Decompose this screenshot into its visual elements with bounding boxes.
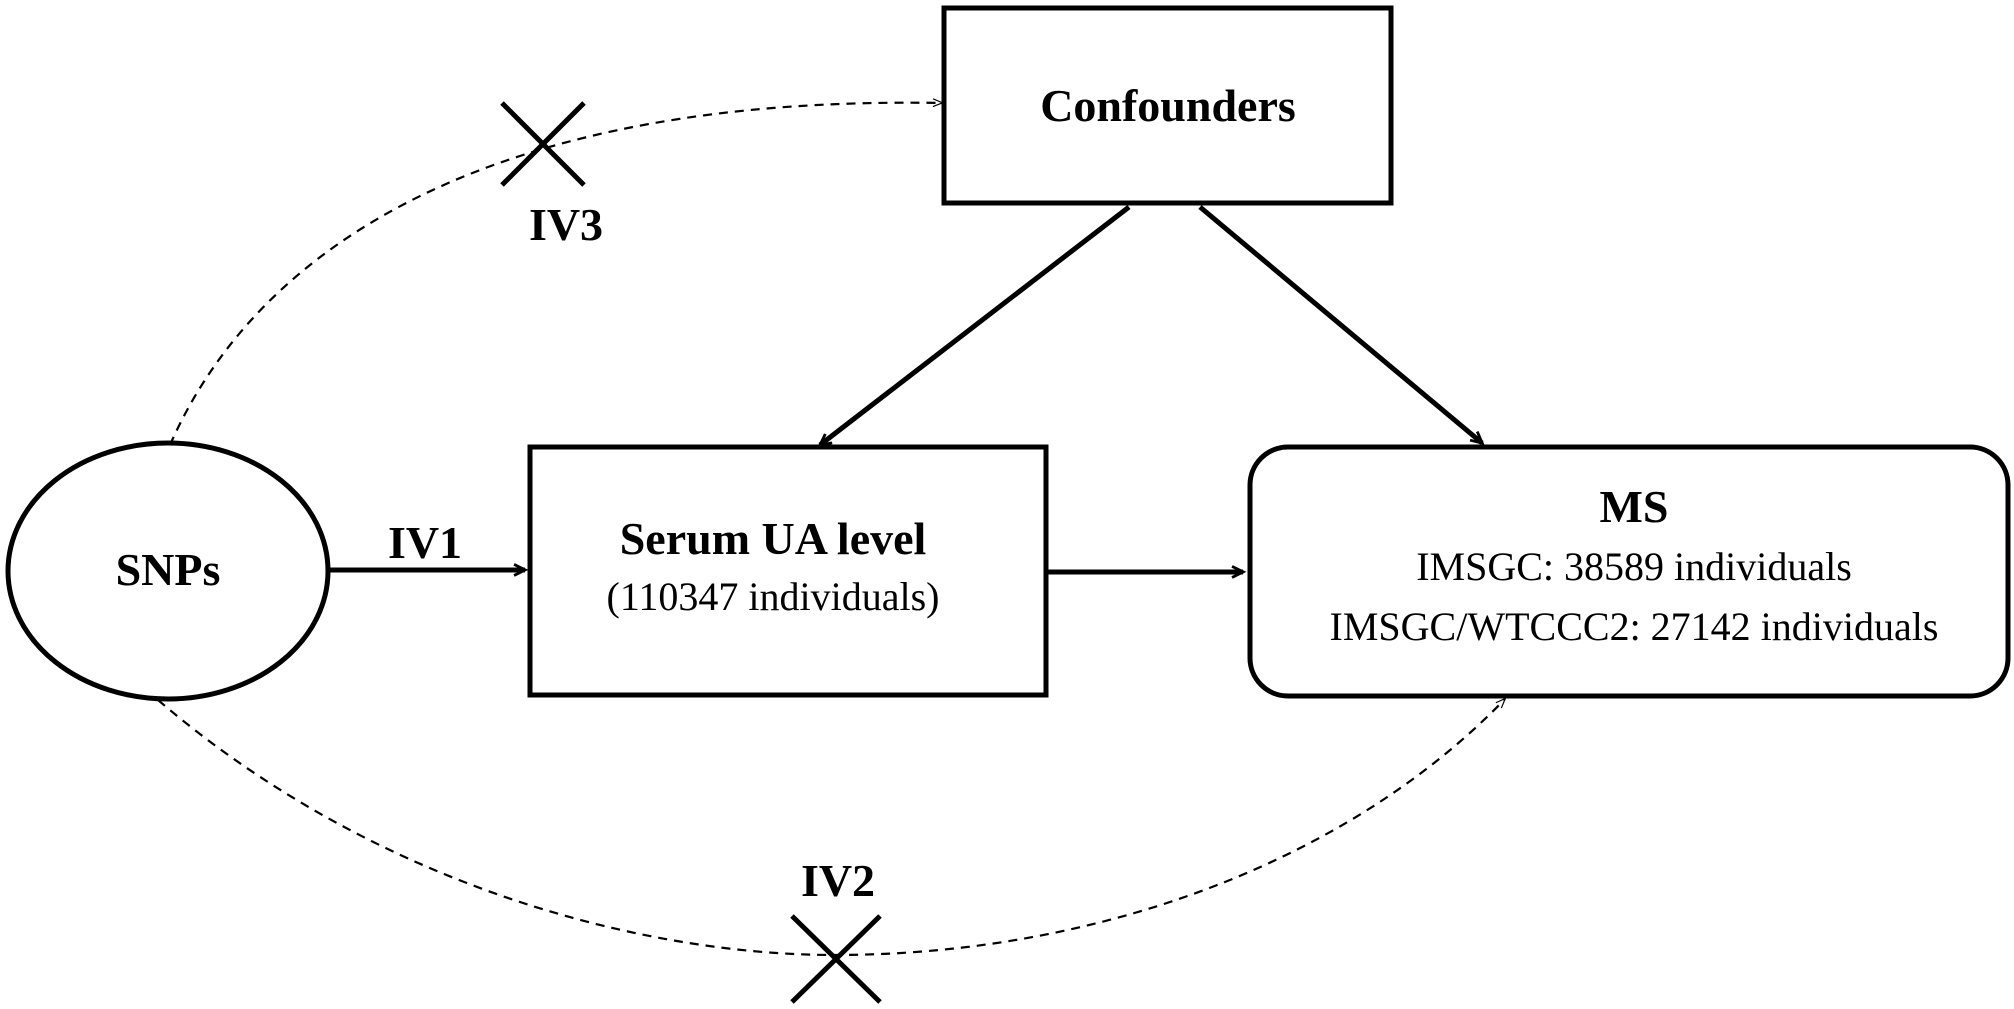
iv2-label: IV2 [801,855,875,906]
edge-snps-to-ms [157,697,1507,957]
exposure-title: Serum UA level [620,513,927,564]
edge-snps-to-confounders [168,98,945,446]
snps-label: SNPs [116,544,221,595]
outcome-title: MS [1600,481,1669,532]
iv1-label: IV1 [388,517,462,568]
iv3-cross-icon [500,101,586,187]
snps-node: SNPs [5,440,331,702]
confounders-node: Confounders [941,5,1394,206]
iv2-cross-icon [790,914,882,1004]
edge-confounders-to-exposure [817,205,1131,448]
outcome-line-1: IMSGC: 38589 individuals [1416,544,1852,589]
outcome-node: MS IMSGC: 38589 individuals IMSGC/WTCCC2… [1247,444,2011,699]
iv3-label: IV3 [529,199,603,250]
confounders-label: Confounders [1040,80,1296,131]
exposure-detail: (110347 individuals) [607,574,940,619]
outcome-line-2: IMSGC/WTCCC2: 27142 individuals [1330,604,1939,649]
edge-confounders-to-ms [1198,205,1485,446]
exposure-node: Serum UA level (110347 individuals) [527,444,1049,698]
